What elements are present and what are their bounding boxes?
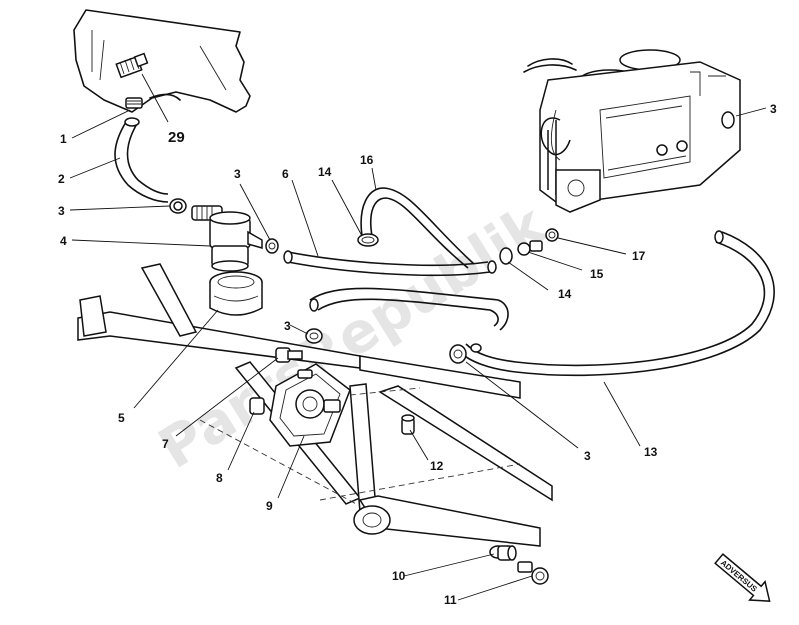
callout-11: 11 (444, 593, 457, 607)
bolt-11 (517, 561, 549, 585)
callout-17: 17 (632, 249, 646, 263)
callout-16: 16 (360, 153, 374, 167)
callout-1: 1 (60, 132, 67, 146)
callout-5: 5 (118, 411, 125, 425)
callout-14-lower: 14 (558, 287, 572, 301)
callout-13: 13 (644, 445, 658, 459)
callout-3-pump: 3 (284, 319, 291, 333)
hose-16 (360, 187, 475, 269)
callout-3-filter: 3 (234, 167, 241, 181)
rubber-mount-10 (489, 545, 517, 561)
nut-8 (249, 397, 265, 415)
callout-3-throttle: 3 (770, 102, 777, 116)
hose-13 (459, 230, 775, 377)
grommet-12 (401, 414, 415, 435)
callout-labels: 1 2 3 3 3 3 3 4 5 6 7 8 9 10 11 12 13 14… (58, 102, 777, 607)
hose-clamp-14-upper (357, 233, 379, 247)
callout-4: 4 (60, 234, 67, 248)
callout-15: 15 (590, 267, 604, 281)
callout-9: 9 (266, 499, 273, 513)
filter-bowl (209, 271, 263, 316)
callout-7: 7 (162, 437, 169, 451)
callout-3-frame: 3 (584, 449, 591, 463)
hose-clamp-frame (449, 343, 482, 364)
hose-clamp-filter (265, 238, 279, 254)
breather-pipe (309, 287, 509, 331)
breather-fittings (499, 228, 559, 265)
fuel-tank (73, 9, 251, 113)
direction-arrow: ADVERSUS (714, 553, 771, 602)
hose-clamp-left (169, 198, 187, 214)
hose-clamp-pump (305, 328, 323, 344)
callout-8: 8 (216, 471, 223, 485)
bolt-7 (275, 347, 303, 363)
fuel-filter (191, 205, 263, 272)
fuel-pump (269, 363, 351, 447)
callout-3-left: 3 (58, 204, 65, 218)
leader-lines (69, 73, 767, 601)
hose-tank-to-filter (114, 117, 169, 203)
hose-6 (283, 250, 497, 277)
tank-outlet-fitting (115, 52, 149, 109)
callout-14-upper: 14 (318, 165, 332, 179)
callout-2: 2 (58, 172, 65, 186)
callout-12: 12 (430, 459, 444, 473)
callout-29: 29 (168, 129, 185, 146)
throttle-body (523, 49, 741, 213)
callout-10: 10 (392, 569, 406, 583)
direction-label: ADVERSUS (719, 558, 759, 594)
callout-6: 6 (282, 167, 289, 181)
